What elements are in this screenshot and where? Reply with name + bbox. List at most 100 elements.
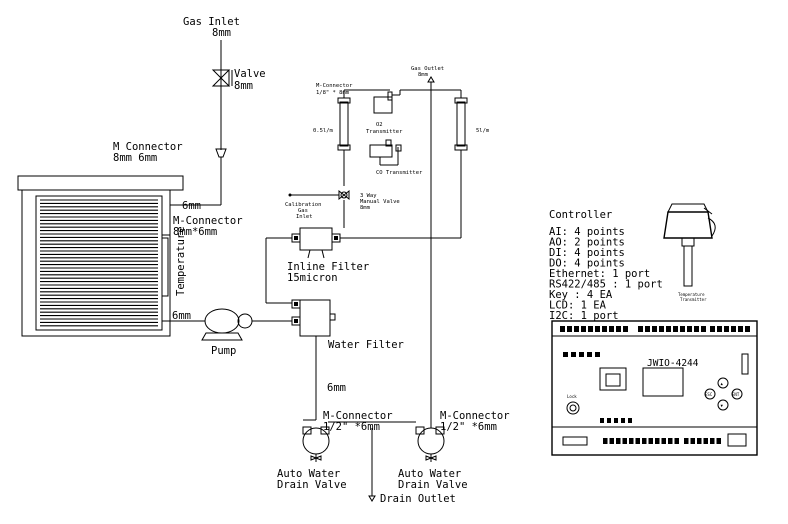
text-labels: Gas Inlet 8mm Valve 8mm M Connector 8mm … xyxy=(113,16,740,505)
calibration-label-1: Calibration xyxy=(285,202,321,208)
status-leds xyxy=(563,352,632,423)
terminal-pin xyxy=(567,326,572,332)
three-way-label-2: Manual Valve xyxy=(360,199,400,205)
terminal-pin xyxy=(609,438,614,444)
o2-label-1: O2 xyxy=(376,122,383,128)
drain-right-label-1: Auto Water xyxy=(398,468,461,480)
terminal-pin xyxy=(661,438,666,444)
terminal-pin xyxy=(655,438,660,444)
controller-spec-line: LCD: 1 EA xyxy=(549,300,607,312)
key-ent-label: ENT xyxy=(732,392,740,397)
controller-spec-line: DI: 4 points xyxy=(549,247,625,259)
terminal-pin xyxy=(701,326,706,332)
terminal-pin xyxy=(668,438,673,444)
gas-inlet-line xyxy=(162,40,233,236)
terminal-pin xyxy=(745,326,750,332)
key-esc-label: ESC xyxy=(705,392,713,397)
m-conn-right-size: 1/2" *6mm xyxy=(440,421,497,433)
m-connector-mid-size: 8mm*6mm xyxy=(173,226,217,238)
status-led xyxy=(628,418,632,423)
key-down[interactable] xyxy=(717,399,729,411)
status-led xyxy=(563,352,568,357)
co-transmitter xyxy=(369,139,402,166)
size-6mm-top: 6mm xyxy=(182,200,201,212)
terminal-pin xyxy=(595,326,600,332)
drain-valve-right xyxy=(415,426,445,462)
controller-model: JWIO-4244 xyxy=(647,358,699,369)
flow-left-label: 0.5l/m xyxy=(313,128,334,134)
controller-spec-line: I2C: 1 port xyxy=(549,310,619,322)
status-led xyxy=(579,352,584,357)
status-led xyxy=(595,352,600,357)
gas-outlet-label: Gas Outlet xyxy=(411,66,444,72)
terminal-pin xyxy=(659,326,664,332)
key-ent[interactable] xyxy=(731,388,743,400)
status-led xyxy=(600,418,604,423)
terminal-pin xyxy=(694,326,699,332)
terminal-pin xyxy=(645,326,650,332)
pump-label: Pump xyxy=(211,345,236,357)
gas-outlet-size: 8mm xyxy=(418,72,429,78)
water-filter-label: Water Filter xyxy=(328,339,404,351)
three-way-label-1: 3 Way xyxy=(360,193,377,199)
lock-label: Lock xyxy=(567,394,577,399)
temperature-transmitter xyxy=(663,203,716,287)
terminal-pin xyxy=(666,326,671,332)
terminal-pin xyxy=(697,438,702,444)
status-led xyxy=(621,418,625,423)
terminal-pin xyxy=(623,326,628,332)
co-transmitter-label: CO Transmitter xyxy=(376,170,423,176)
terminal-pin xyxy=(717,326,722,332)
terminal-pin xyxy=(602,326,607,332)
m-conn-right-label: M-Connector xyxy=(440,410,510,422)
valve-size: 8mm xyxy=(234,80,253,92)
terminal-pin xyxy=(642,438,647,444)
pump xyxy=(162,308,292,341)
controller-spec-line: Key : 4 EA xyxy=(549,289,613,301)
key-down-label: ▼ xyxy=(721,403,724,408)
size-6mm-filter: 6mm xyxy=(327,382,346,394)
terminal-pin xyxy=(652,326,657,332)
drain-outlet-label: Drain Outlet xyxy=(380,493,456,505)
m-connector-mid-label: M-Connector xyxy=(173,215,243,227)
key-up-label: ▲ xyxy=(721,381,724,386)
terminal-pin xyxy=(731,326,736,332)
terminal-pin xyxy=(674,438,679,444)
m-connector-top-label: M Connector xyxy=(113,141,183,153)
terminal-pin xyxy=(690,438,695,444)
inline-filter-label: Inline Filter xyxy=(287,261,369,273)
controller-spec-line: DO: 4 points xyxy=(549,258,625,270)
pipe-fittings xyxy=(294,236,338,323)
status-led xyxy=(571,352,576,357)
terminal-pin xyxy=(581,326,586,332)
calibration-label-3: Inlet xyxy=(296,214,313,220)
status-led xyxy=(614,418,618,423)
temp-probe-label-1: Temperature xyxy=(678,292,705,297)
key-up[interactable] xyxy=(717,377,729,389)
inline-filter-size: 15micron xyxy=(287,272,338,284)
controller-spec-line: Ethernet: 1 port xyxy=(549,268,650,280)
o2-transmitter xyxy=(373,90,401,114)
rotameters xyxy=(337,76,468,186)
terminal-block-bottom xyxy=(603,438,721,444)
size-6mm-pump: 6mm xyxy=(172,310,191,322)
terminal-pin xyxy=(638,326,643,332)
terminal-pin xyxy=(680,326,685,332)
terminal-pin xyxy=(616,326,621,332)
terminal-pin xyxy=(724,326,729,332)
drain-left-label-2: Drain Valve xyxy=(277,479,347,491)
chiller-fins xyxy=(40,199,158,327)
terminal-pin xyxy=(648,438,653,444)
terminal-pin xyxy=(588,326,593,332)
three-way-valve xyxy=(288,189,350,201)
terminal-pin xyxy=(687,326,692,332)
terminal-pin xyxy=(560,326,565,332)
key-esc[interactable] xyxy=(704,388,716,400)
controller-spec-line: AI: 4 points xyxy=(549,226,625,238)
temperature-label: Temperature xyxy=(175,226,187,296)
terminal-pin xyxy=(574,326,579,332)
m-connector-top-size: 8mm 6mm xyxy=(113,152,157,164)
status-led xyxy=(587,352,592,357)
